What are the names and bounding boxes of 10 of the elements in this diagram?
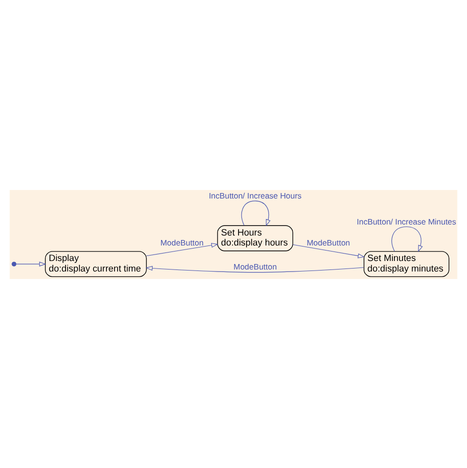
node-box: Set Minutes do:display minutes	[364, 250, 450, 277]
arrow	[146, 242, 218, 256]
node-box: Set Hours do:display hours	[217, 224, 294, 251]
arrow	[392, 226, 423, 252]
node-box: Display do:display current time	[44, 250, 147, 277]
arrow	[146, 265, 364, 272]
arrow	[16, 261, 46, 266]
arrow	[241, 200, 270, 226]
node-circle	[12, 261, 16, 266]
arrow	[292, 244, 365, 258]
